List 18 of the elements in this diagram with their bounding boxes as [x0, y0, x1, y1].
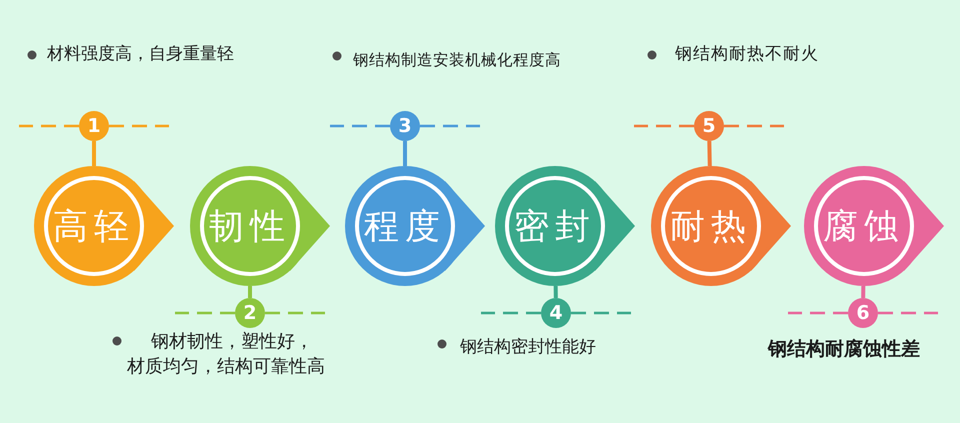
number-badge: 3: [390, 111, 420, 141]
number-badge: 2: [235, 298, 265, 328]
number-badge: 1: [79, 111, 109, 141]
description-text: 材料强度高，自身重量轻: [47, 43, 234, 66]
connector-line: [403, 141, 407, 166]
description-text: 钢结构耐热不耐火: [675, 43, 819, 66]
description-text: 钢结构耐腐蚀性差: [768, 337, 920, 362]
connector-line: [707, 140, 712, 166]
description-text: 钢材韧性，塑性好，材质均匀，结构可靠性高: [127, 330, 326, 379]
connector-line: [861, 286, 866, 298]
number-badge: 4: [541, 298, 571, 328]
connector-line: [248, 286, 252, 298]
number-badge: 6: [848, 298, 878, 328]
connector-line: [92, 141, 96, 166]
description-text: 钢结构密封性能好: [460, 336, 596, 359]
number-badge: 5: [694, 111, 724, 141]
description-text: 钢结构制造安装机械化程度高: [353, 50, 561, 71]
connector-line: [554, 286, 558, 298]
